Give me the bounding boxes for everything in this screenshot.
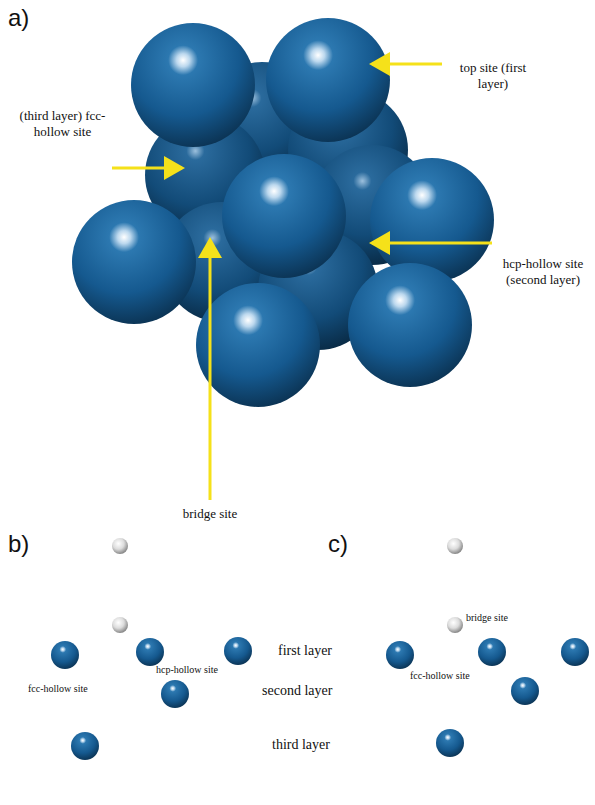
site-label: hcp-hollow site [156, 664, 266, 676]
side-view-c [386, 538, 589, 757]
site-label: (third layer) fcc-hollow site [10, 108, 115, 139]
layer-label: first layer [278, 643, 388, 660]
site-label: bridge site [140, 506, 280, 522]
site-label: top site (first layer) [448, 60, 538, 91]
panel-letter: b) [8, 530, 48, 559]
site-label: fcc-hollow site [28, 683, 138, 695]
side-view-b [51, 538, 252, 760]
pointer-arrows [112, 64, 492, 500]
site-label: hcp-hollow site (second layer) [495, 256, 591, 287]
layer-label: third layer [272, 737, 392, 754]
panel-letter: c) [328, 530, 368, 559]
first-layer-spheres [72, 18, 494, 407]
panel-letter: a) [8, 4, 48, 33]
site-label: fcc-hollow site [410, 670, 520, 682]
site-label: bridge site [466, 612, 556, 624]
layer-label: second layer [262, 683, 382, 700]
